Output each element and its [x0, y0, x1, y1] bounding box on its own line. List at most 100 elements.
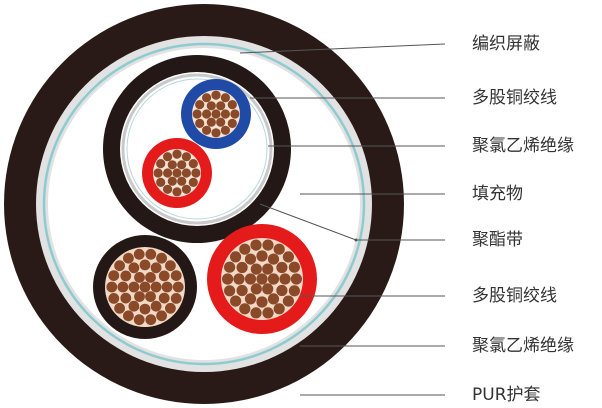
copper-strand [172, 281, 184, 293]
copper-strand [139, 259, 151, 271]
copper-strand [288, 261, 300, 273]
leader-dot [354, 238, 358, 242]
copper-strand [195, 118, 205, 128]
label-pvc-insulation-2: 聚氯乙烯绝缘 [472, 336, 574, 356]
copper-strand [181, 184, 191, 194]
copper-strand [262, 263, 274, 275]
blue-core-strands [192, 90, 240, 138]
copper-strand [108, 270, 120, 281]
copper-strand [188, 177, 198, 187]
copper-strand [216, 101, 226, 111]
copper-strand [227, 100, 237, 110]
copper-strand [230, 251, 242, 263]
copper-strand [222, 273, 234, 285]
label-stranded-copper-2: 多股铜绞线 [472, 286, 557, 306]
copper-strand [230, 109, 240, 119]
copper-strand [250, 263, 262, 275]
copper-strand [230, 295, 242, 307]
copper-strand [262, 283, 274, 295]
copper-strand [202, 93, 212, 103]
copper-strand [188, 159, 198, 169]
copper-strand [145, 291, 156, 302]
copper-strand [279, 273, 291, 285]
copper-strand [156, 177, 166, 187]
red-power-core-strands [222, 239, 302, 319]
copper-strand [133, 314, 145, 326]
copper-strand [158, 270, 170, 282]
copper-strand [128, 281, 140, 293]
copper-strand [170, 293, 182, 304]
copper-strand [220, 93, 230, 103]
copper-strand [250, 307, 262, 319]
copper-strand [108, 293, 120, 304]
copper-strand [172, 149, 182, 159]
copper-strand [244, 273, 257, 285]
copper-strand [262, 307, 274, 319]
copper-strand [158, 292, 170, 304]
copper-strand [106, 281, 118, 293]
copper-strand [282, 251, 294, 263]
copper-strand [216, 117, 226, 127]
copper-strand [244, 293, 257, 305]
copper-strand [191, 168, 201, 178]
copper-strand [256, 273, 268, 285]
copper-strand [224, 285, 236, 297]
copper-strand [163, 184, 173, 194]
copper-strand [145, 248, 157, 260]
copper-strand [250, 239, 262, 251]
copper-strand [170, 270, 182, 281]
copper-strand [267, 293, 280, 305]
copper-strand [172, 187, 182, 197]
copper-strand [167, 160, 177, 170]
copper-strand [267, 253, 280, 265]
copper-strand [156, 252, 168, 264]
copper-strand [134, 291, 145, 302]
red-core-strands [153, 149, 201, 197]
copper-strand [250, 283, 262, 295]
copper-strand [181, 152, 191, 162]
copper-strand [145, 272, 156, 283]
copper-strand [195, 100, 205, 110]
copper-strand [244, 253, 257, 265]
copper-strand [117, 281, 129, 293]
copper-strand [163, 168, 173, 178]
label-pvc-insulation-1: 聚氯乙烯绝缘 [472, 136, 574, 156]
copper-strand [220, 109, 230, 119]
copper-strand [233, 273, 245, 285]
copper-strand [262, 239, 274, 251]
copper-strand [290, 273, 302, 285]
copper-strand [236, 261, 248, 274]
copper-strand [150, 300, 162, 312]
copper-strand [167, 176, 177, 186]
inner-tape-line [42, 42, 366, 366]
copper-strand [156, 310, 168, 322]
copper-strand [267, 273, 280, 285]
copper-strand [256, 250, 268, 262]
copper-strand [163, 152, 173, 162]
copper-strand [177, 160, 187, 170]
copper-strand [181, 168, 191, 178]
copper-strand [211, 90, 221, 100]
copper-strand [128, 262, 140, 274]
copper-strand [114, 260, 125, 272]
copper-strand [273, 243, 285, 255]
label-braided-shield: 编织屏蔽 [472, 34, 540, 54]
copper-strand [120, 270, 132, 282]
copper-strand [192, 109, 202, 119]
copper-strand [202, 125, 212, 135]
copper-strand [161, 281, 173, 293]
copper-strand [122, 252, 134, 264]
copper-strand [256, 296, 268, 308]
copper-strand [133, 248, 145, 260]
copper-strand [220, 125, 230, 135]
copper-strand [211, 128, 221, 138]
label-stranded-copper-1: 多股铜绞线 [472, 88, 557, 108]
leader-endpoints [354, 238, 358, 242]
copper-strand [288, 285, 300, 297]
black-core-strands [106, 248, 184, 326]
copper-strand [153, 168, 163, 178]
copper-strand [206, 101, 216, 111]
pair-inner-line [126, 78, 268, 220]
copper-strand [150, 262, 162, 274]
copper-strand [120, 292, 132, 304]
